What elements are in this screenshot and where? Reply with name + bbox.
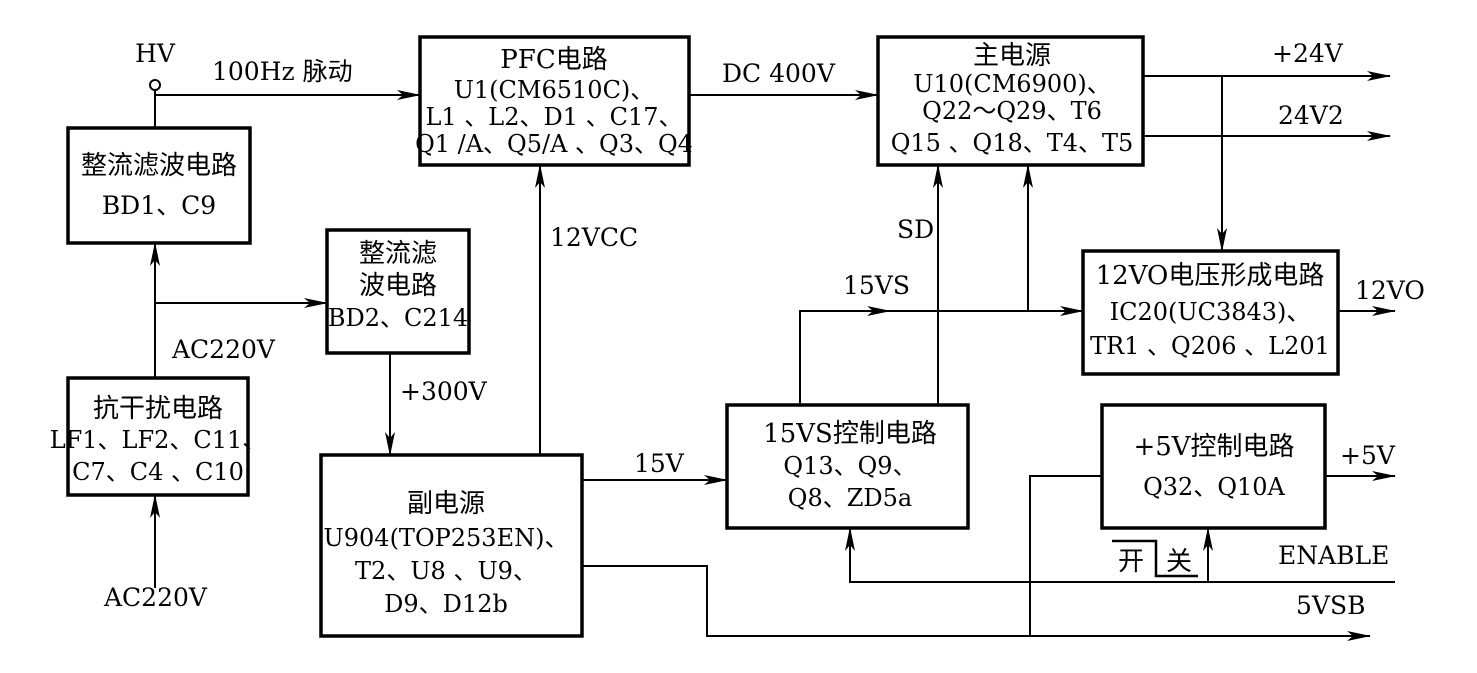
vs15-line2: Q8、ZD5a	[788, 484, 912, 512]
rectifier1-block	[66, 126, 252, 245]
pfc-block	[418, 35, 691, 167]
label-100hz: 100Hz 脉动	[212, 57, 353, 86]
main-line2: Q22～Q29、T6	[922, 97, 1102, 125]
rectifier2-parts: BD2、C214	[328, 304, 468, 332]
label-5v: +5V	[1340, 441, 1396, 470]
main-title: 主电源	[973, 41, 1051, 71]
pfc-line2: L1 、L2、D1 、C17、	[425, 103, 682, 131]
label-24v: +24V	[1272, 39, 1344, 68]
label-15vs: 15VS	[843, 271, 910, 300]
emi-line1: LF1、LF2、C11、	[50, 426, 267, 454]
label-ac220-in: AC220V	[103, 583, 208, 612]
v5ctrl-title: +5V控制电路	[1133, 432, 1294, 462]
label-24v2: 24V2	[1278, 101, 1344, 130]
main-line1: U10(CM6900)、	[913, 70, 1111, 98]
label-15v: 15V	[634, 449, 685, 478]
hv-terminal	[149, 79, 161, 91]
pfc-title: PFC电路	[500, 45, 607, 75]
emi-line2: C7、C4 、C10	[72, 458, 244, 486]
rectifier2-title1: 整流滤	[359, 239, 437, 269]
rectifier2-title2: 波电路	[359, 271, 437, 301]
aux-title: 副电源	[407, 489, 485, 519]
v5ctrl-line1: Q32、Q10A	[1143, 473, 1285, 501]
label-ac220-mid: AC220V	[171, 335, 276, 364]
wire-15vs	[799, 306, 1084, 405]
rectifier2-block	[325, 228, 471, 355]
aux-line2: T2、U8 、U9、	[355, 557, 537, 585]
wire-5vsb-to-5vctrl	[1029, 475, 1102, 636]
rectifier1-title: 整流滤波电路	[81, 151, 237, 181]
label-switch-kai: 开	[1118, 547, 1144, 577]
label-switch-guan: 关	[1166, 547, 1192, 577]
emi-title: 抗干扰电路	[93, 394, 223, 424]
label-12vo: 12VO	[1355, 276, 1425, 305]
v12o-line1: IC20(UC3843)、	[1110, 298, 1311, 326]
aux-power-block	[319, 453, 584, 638]
aux-line3: D9、D12b	[384, 590, 508, 618]
label-300v: +300V	[400, 377, 488, 406]
v12o-line2: TR1 、Q206 、L201	[1090, 332, 1330, 360]
label-enable: ENABLE	[1278, 541, 1389, 570]
label-5vsb: 5VSB	[1296, 591, 1365, 620]
label-hv: HV	[135, 39, 176, 68]
rectifier1-parts: BD1、C9	[102, 191, 216, 220]
v12o-title: 12VO电压形成电路	[1096, 261, 1325, 291]
switch-symbol	[1112, 539, 1198, 578]
label-dc400: DC 400V	[722, 59, 836, 88]
main-power-block	[876, 35, 1145, 167]
vs15-title: 15VS控制电路	[763, 419, 937, 449]
pfc-line1: U1(CM6510C)、	[454, 76, 655, 104]
label-12vcc: 12VCC	[550, 223, 638, 252]
v5-ctrl-block	[1100, 403, 1327, 530]
aux-line1: U904(TOP253EN)、	[324, 524, 569, 552]
wire-enable	[845, 527, 1395, 583]
label-sd: SD	[897, 215, 934, 244]
pfc-line3: Q1 /A、Q5/A 、Q3、Q4	[415, 130, 693, 158]
vs15-line1: Q13、Q9、	[783, 452, 916, 480]
main-line3: Q15 、Q18、T4、T5	[891, 129, 1134, 157]
wire-5vsb	[582, 565, 1371, 641]
